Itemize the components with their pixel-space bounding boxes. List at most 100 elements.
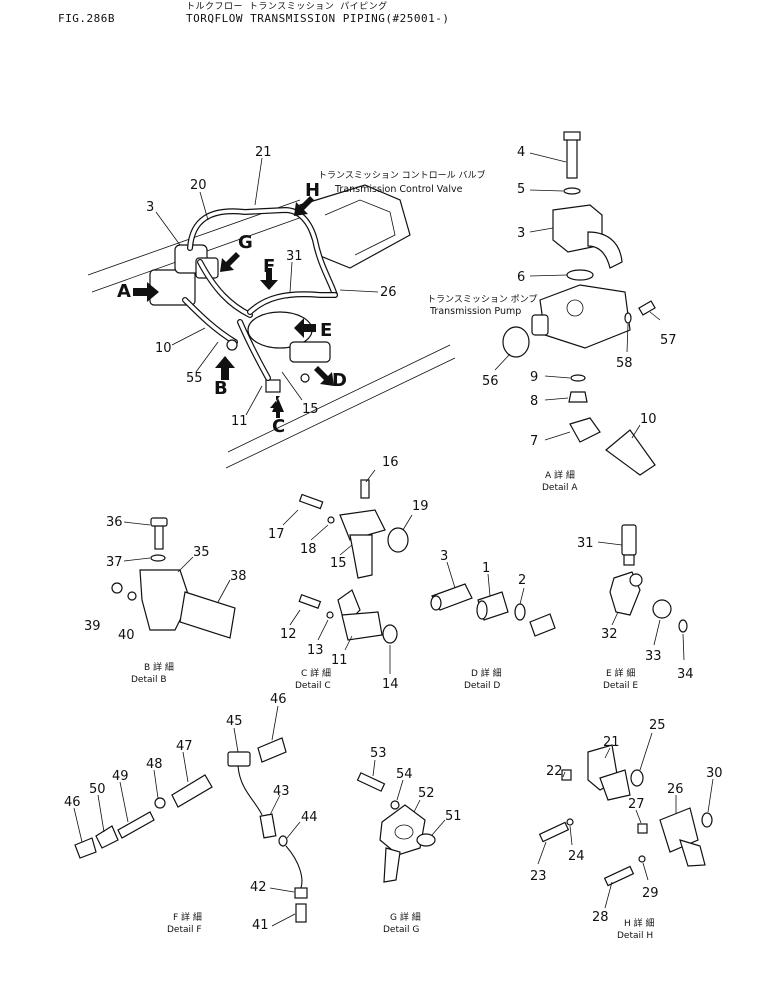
callout-54: 54 bbox=[396, 767, 413, 782]
leader-line bbox=[269, 794, 281, 816]
callout-9: 9 bbox=[530, 370, 538, 385]
bolt-28 bbox=[603, 865, 635, 887]
washer-5 bbox=[563, 187, 581, 195]
washer-58 bbox=[624, 312, 632, 324]
pipe-52 bbox=[383, 847, 401, 883]
callout-31: 31 bbox=[286, 249, 303, 264]
pipe-end bbox=[529, 613, 556, 637]
frame-line bbox=[227, 344, 451, 453]
detail-e-title: Detail E bbox=[603, 681, 638, 691]
leader-line bbox=[372, 759, 376, 777]
leader-line bbox=[653, 619, 661, 646]
pipe-15-bore bbox=[238, 320, 270, 380]
washer-54 bbox=[390, 800, 400, 810]
leader-line bbox=[544, 431, 571, 441]
view-arrow-c bbox=[270, 396, 280, 408]
detail-b-title-jp: B 詳 細 bbox=[144, 661, 174, 673]
leader-line bbox=[155, 211, 181, 246]
callout-10: 10 bbox=[640, 412, 657, 427]
leader-line bbox=[171, 327, 206, 346]
leader-line bbox=[642, 862, 649, 881]
callout-11: 11 bbox=[331, 653, 348, 668]
leader-line bbox=[123, 521, 151, 526]
leader-line bbox=[119, 781, 129, 823]
callout-49: 49 bbox=[112, 769, 129, 784]
detail-c: 16 17 18 19 15 12 13 11 14 C 詳 細 Detail … bbox=[268, 455, 429, 692]
leader-line bbox=[153, 769, 159, 799]
callout-45: 45 bbox=[226, 714, 243, 729]
callout-26: 26 bbox=[380, 285, 397, 300]
leader-line bbox=[339, 544, 353, 556]
figure-number: FIG.286B bbox=[58, 12, 115, 25]
bolt-12 bbox=[298, 593, 322, 609]
leader-line bbox=[597, 541, 623, 546]
switch-31 bbox=[621, 524, 637, 556]
bolt-36-head bbox=[150, 517, 168, 527]
leader-line bbox=[233, 727, 239, 753]
detail-d-title: Detail D bbox=[464, 681, 500, 691]
pump-port bbox=[566, 299, 584, 317]
callout-46: 46 bbox=[270, 692, 287, 707]
clamp-2 bbox=[514, 603, 526, 621]
leader-line bbox=[289, 609, 301, 626]
leader-line bbox=[254, 157, 263, 206]
callout-50: 50 bbox=[89, 782, 106, 797]
leader-line bbox=[529, 152, 567, 163]
filter-cap bbox=[289, 341, 331, 363]
tee-45 bbox=[227, 751, 251, 767]
detail-c-title: Detail C bbox=[295, 681, 331, 691]
callout-3: 3 bbox=[517, 226, 525, 241]
view-arrow-c-head bbox=[272, 398, 284, 418]
leader-line bbox=[446, 561, 456, 589]
detail-f-title: Detail F bbox=[167, 925, 202, 935]
leader-line bbox=[431, 819, 446, 836]
detail-a-title-jp: A 詳 細 bbox=[545, 469, 575, 481]
detail-f: 45 46 47 48 49 50 46 43 44 42 41 F 詳 細 D… bbox=[64, 692, 318, 935]
leader-line bbox=[271, 913, 296, 927]
o-ring-25 bbox=[630, 769, 644, 787]
leader-line bbox=[245, 385, 263, 416]
leader-line bbox=[639, 732, 653, 771]
callout-52: 52 bbox=[418, 786, 435, 801]
washer-18 bbox=[327, 516, 335, 524]
o-ring-6 bbox=[566, 269, 594, 281]
fitting-46-lower bbox=[74, 837, 97, 859]
callout-4: 4 bbox=[517, 145, 525, 160]
callout-57: 57 bbox=[660, 333, 677, 348]
leader-line bbox=[544, 375, 571, 379]
leader-line bbox=[682, 633, 685, 661]
detail-g-title-jp: G 詳 細 bbox=[390, 911, 421, 923]
o-ring-56 bbox=[502, 326, 530, 358]
pipe-49 bbox=[117, 811, 155, 839]
view-arrow-a bbox=[133, 282, 159, 302]
pipe-38 bbox=[179, 591, 236, 639]
figure-title-japanese: トルクフロー トランスミッション パイピング bbox=[186, 2, 388, 12]
nut-39 bbox=[111, 582, 123, 594]
leader-line bbox=[529, 274, 568, 277]
control-valve-detail bbox=[324, 199, 396, 256]
frame-line bbox=[225, 357, 456, 469]
pump-label: Transmission Pump bbox=[429, 306, 521, 317]
block-26 bbox=[659, 807, 699, 853]
block-26-pipe bbox=[679, 839, 706, 867]
detail-e-title-jp: E 詳 細 bbox=[606, 667, 635, 679]
leader-line bbox=[649, 311, 661, 321]
transmission-pump bbox=[539, 284, 631, 349]
callout-28: 28 bbox=[592, 910, 609, 925]
callout-8: 8 bbox=[530, 394, 538, 409]
callout-12: 12 bbox=[280, 627, 297, 642]
detail-a: 4 5 3 6 57 58 56 9 8 7 10 トランスミッション ポンプ … bbox=[427, 131, 677, 493]
leader-line bbox=[544, 397, 569, 401]
pipe-15 bbox=[349, 534, 373, 579]
bolt-36 bbox=[154, 524, 164, 550]
callout-32: 32 bbox=[601, 627, 618, 642]
pipe-10-bore bbox=[183, 298, 237, 344]
flange-11 bbox=[341, 611, 383, 641]
callout-3: 3 bbox=[440, 549, 448, 564]
o-ring-34 bbox=[678, 619, 688, 633]
callout-18: 18 bbox=[300, 542, 317, 557]
leader-line bbox=[519, 587, 525, 605]
callout-14: 14 bbox=[382, 677, 399, 692]
detail-e: 31 32 33 34 E 詳 細 Detail E bbox=[577, 524, 694, 691]
view-letter-e: E bbox=[320, 320, 332, 341]
